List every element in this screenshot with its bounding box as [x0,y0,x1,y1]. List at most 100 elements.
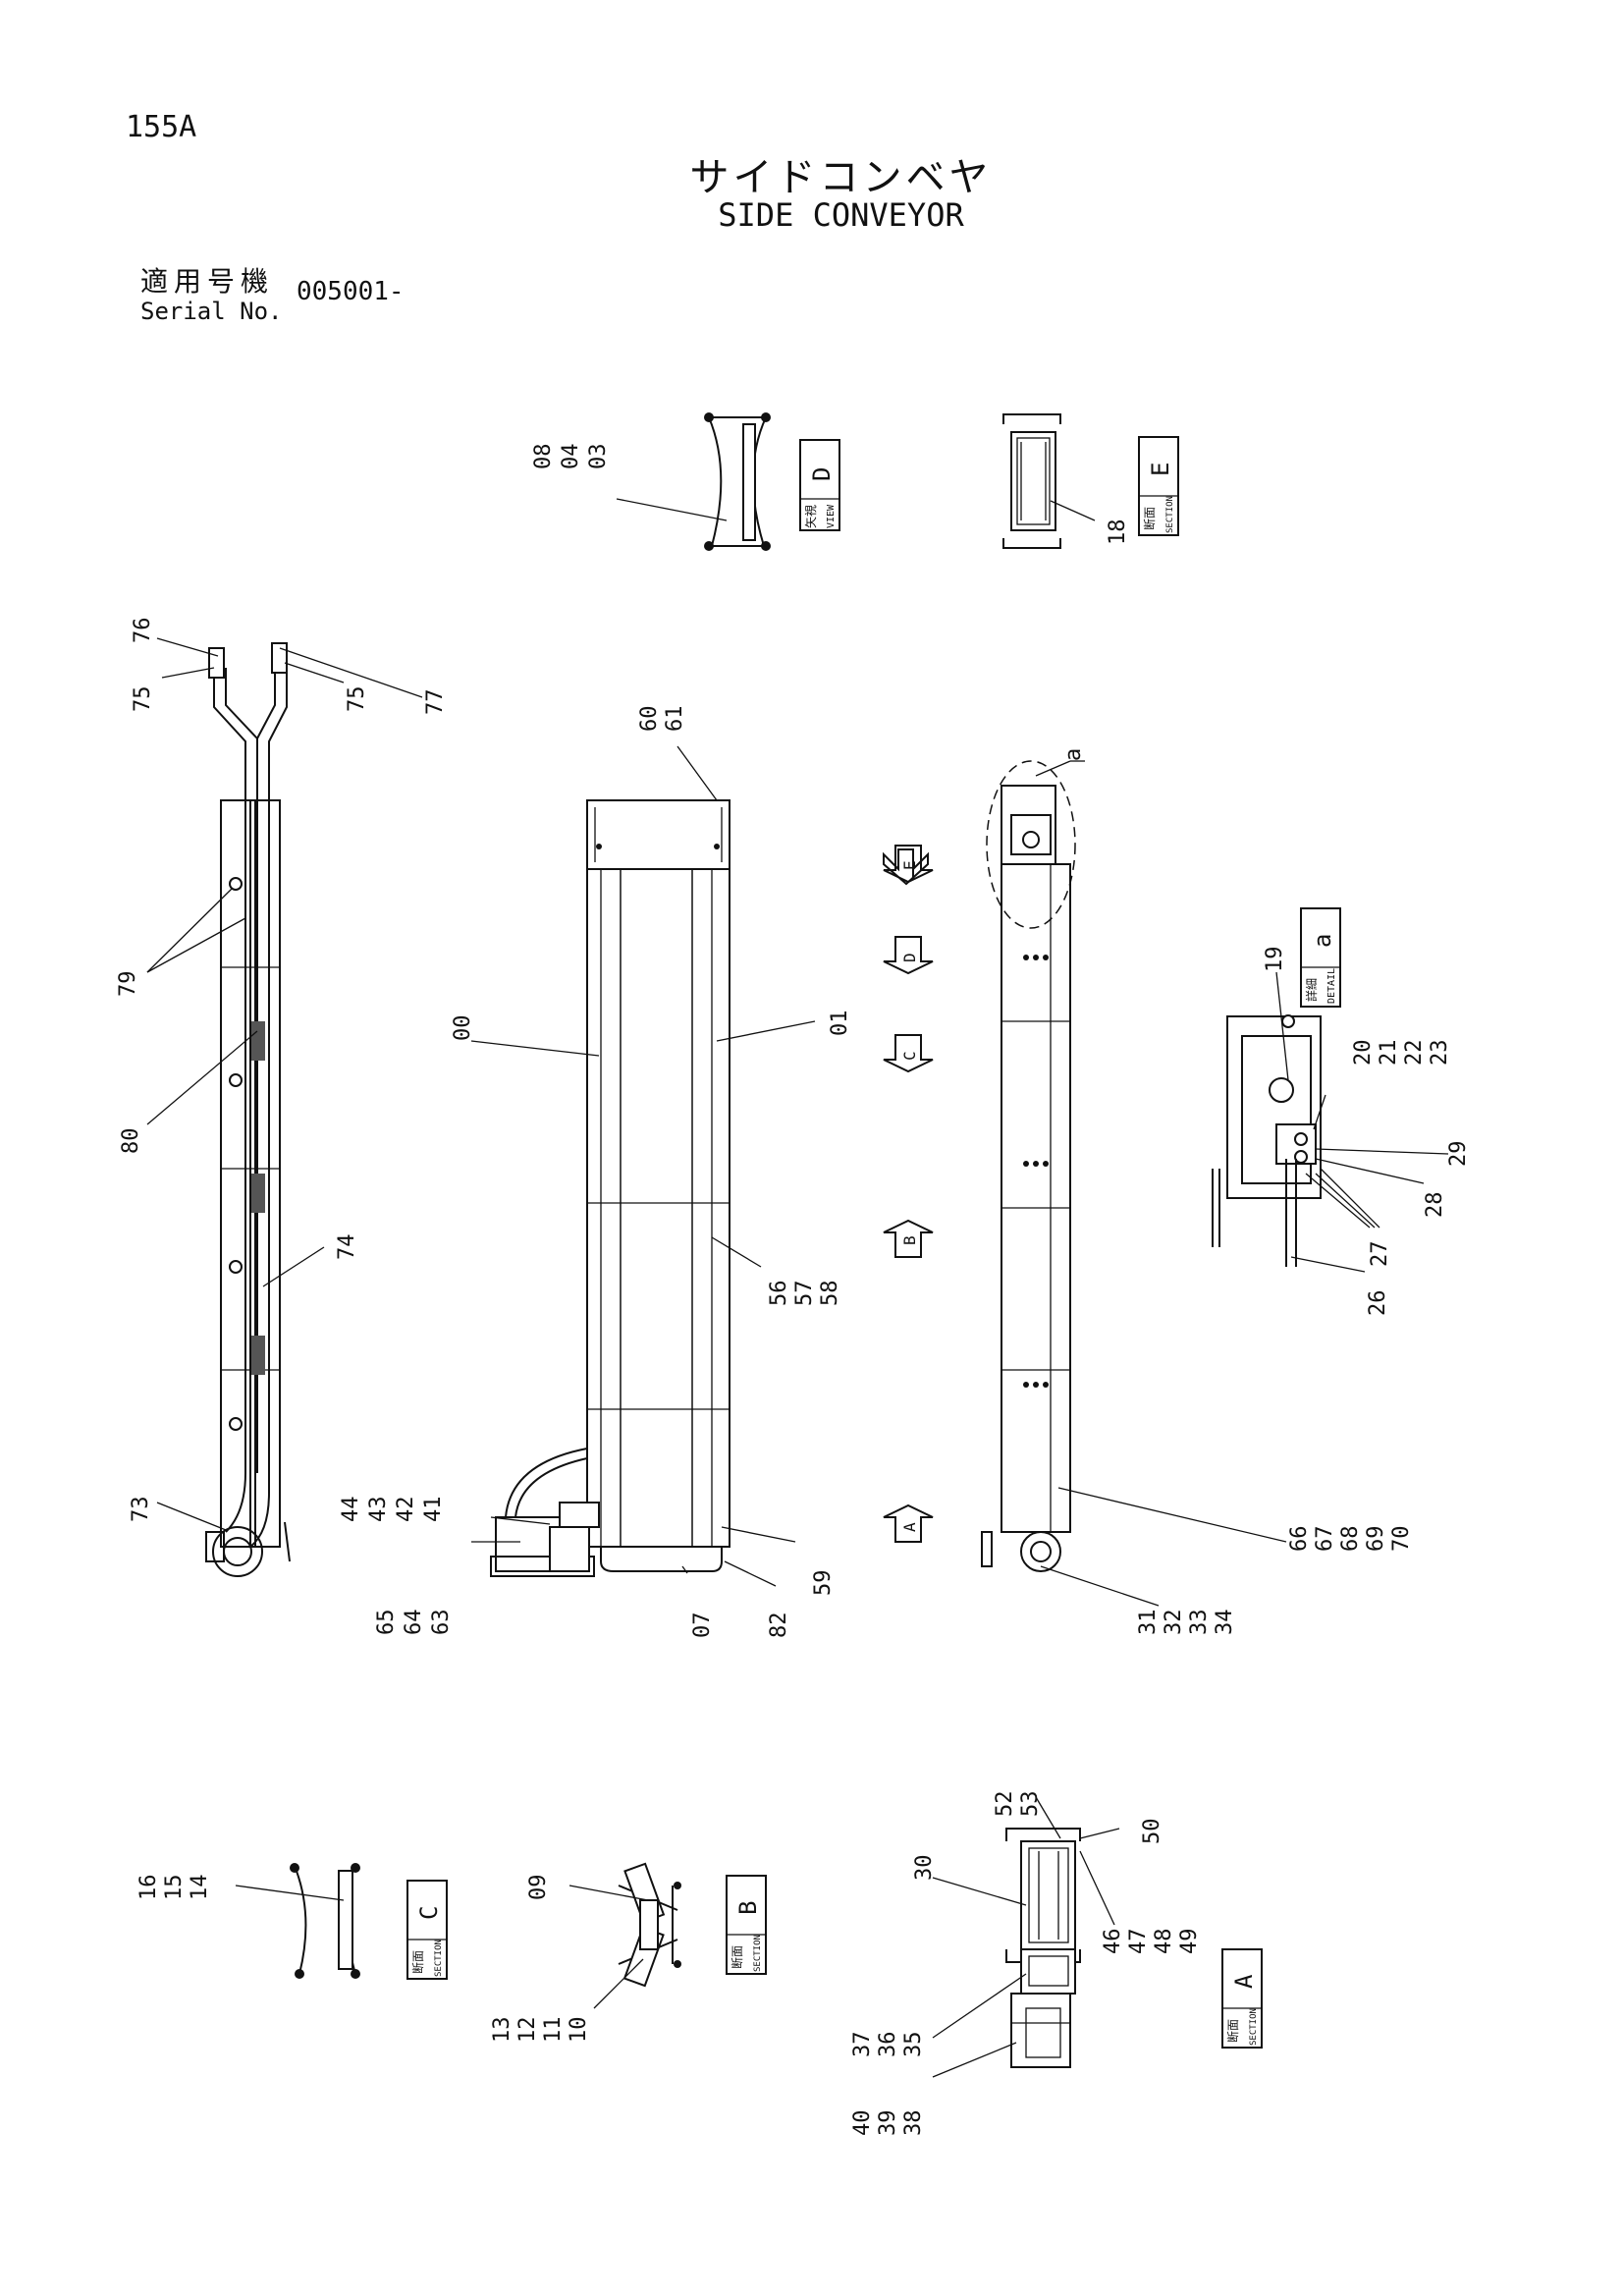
part-number-label: 49 [1177,1929,1202,1955]
section-b-drawing [568,1862,681,2009]
part-number-label: 44 [339,1497,363,1523]
part-number-label: 67 [1313,1526,1337,1553]
detail-marker-letter: a [1061,748,1086,761]
part-number-label: 75 [345,686,369,713]
part-number-label: 26 [1366,1290,1390,1317]
section-a-tag: 断面 SECTION A [1221,1948,1263,2049]
part-number-label: 12 [515,2017,540,2044]
view-tag-kind-jp: 断面 [410,1950,425,1974]
part-number-label: 48 [1152,1929,1176,1955]
view-d-drawing [616,412,771,551]
part-number-label: 08 [531,444,556,470]
part-number-label: 37 [850,2032,875,2058]
view-tag-letter: C [415,1906,443,1920]
title-english: SIDE CONVEYOR [718,196,964,234]
part-number-label: 68 [1338,1526,1363,1553]
part-number-label: 73 [129,1497,153,1523]
section-c-tag: 断面 SECTION C [406,1880,448,1980]
part-number-label: 76 [131,618,155,644]
part-number-label: 53 [1018,1791,1043,1818]
view-tag-kind-jp: 詳細 [1304,978,1319,1002]
part-number-label: 20 [1351,1040,1376,1066]
part-number-label: 00 [451,1015,475,1042]
right-side-view-drawing [981,760,1287,1607]
view-tag-kind-jp: 矢視 [803,505,818,528]
part-number-label: 50 [1140,1819,1164,1845]
part-number-label: 15 [162,1875,187,1901]
part-number-label: 58 [818,1281,842,1307]
serial-label-japanese: 適用号機 [140,265,275,298]
view-tag-kind-en: SECTION [1165,496,1175,533]
part-number-label: 74 [335,1234,359,1261]
part-number-label: 27 [1368,1241,1392,1268]
view-tag-letter: a [1309,934,1336,948]
part-number-label: 82 [767,1613,791,1639]
section-e-tag: 断面 SECTION E [1138,436,1179,536]
serial-number-value: 005001- [297,277,405,306]
title-japanese: サイドコンベヤ [689,155,993,200]
callout-08-04-03: 08 04 03 [531,444,611,470]
part-number-label: 57 [792,1281,817,1307]
section-b-tag: 断面 SECTION B [726,1875,767,1975]
part-number-label: 07 [690,1613,715,1639]
page-number: 155A [126,110,197,144]
part-number-label: 64 [402,1610,426,1636]
part-number-label: 56 [767,1281,791,1307]
part-number-label: 16 [136,1875,161,1901]
view-arrow-letter: E [900,860,919,870]
view-tag-kind-en: SECTION [753,1935,763,1972]
part-number-label: 21 [1377,1040,1401,1066]
view-tag-kind-jp: 断面 [1142,507,1157,530]
view-d-tag: 矢視 VIEW D [799,439,840,531]
part-number-label: 80 [119,1128,143,1155]
part-number-label: 31 [1136,1610,1161,1636]
part-number-label: 10 [567,2017,591,2044]
part-number-label: 69 [1364,1526,1388,1553]
part-number-label: 41 [421,1497,446,1523]
part-number-label: 22 [1402,1040,1427,1066]
part-number-label: 23 [1428,1040,1452,1066]
part-number-label: 33 [1187,1610,1212,1636]
part-number-label: 43 [366,1497,391,1523]
part-number-label: 30 [912,1855,937,1882]
view-arrow-letter: A [900,1522,919,1532]
part-number-label: 39 [876,2110,900,2137]
part-number-label: 18 [1106,519,1130,546]
part-number-label: 61 [663,706,687,733]
center-plan-view-drawing [470,745,816,1587]
view-tag-kind-en: SECTION [1249,2008,1259,2046]
view-arrow-letter: D [900,953,919,962]
part-number-label: 34 [1213,1610,1237,1636]
part-number-label: 65 [374,1610,399,1636]
part-number-label: 29 [1446,1141,1471,1168]
part-number-label: 32 [1162,1610,1186,1636]
detail-a-tag: 詳細 DETAIL a [1300,907,1341,1008]
part-number-label: 13 [490,2017,514,2044]
view-tag-kind-en: SECTION [434,1940,444,1977]
part-number-label: 35 [901,2032,926,2058]
part-number-label: 09 [526,1875,551,1901]
part-number-label: 47 [1126,1929,1151,1955]
part-number-label: 46 [1101,1929,1125,1955]
left-side-view-drawing [146,637,423,1577]
part-number-label: 66 [1287,1526,1312,1553]
part-number-label: 60 [637,706,662,733]
part-number-label: 77 [423,689,448,716]
part-number-label: 75 [131,686,155,713]
part-number-label: 79 [116,971,140,998]
view-tag-letter: B [734,1901,762,1915]
part-number-label: 14 [188,1875,212,1901]
view-tag-letter: D [808,467,836,481]
view-tag-kind-jp: 断面 [1225,2019,1240,2043]
view-arrow-letter: C [900,1051,919,1061]
part-number-label: 70 [1389,1526,1414,1553]
part-number-label: 38 [901,2110,926,2137]
part-number-label: 01 [828,1011,852,1037]
part-number-label: 03 [586,444,611,470]
part-number-label: 63 [429,1610,454,1636]
part-number-label: 36 [876,2032,900,2058]
part-number-label: 52 [993,1791,1017,1818]
part-number-label: 11 [541,2017,566,2044]
serial-label-english: Serial No. [140,298,283,325]
